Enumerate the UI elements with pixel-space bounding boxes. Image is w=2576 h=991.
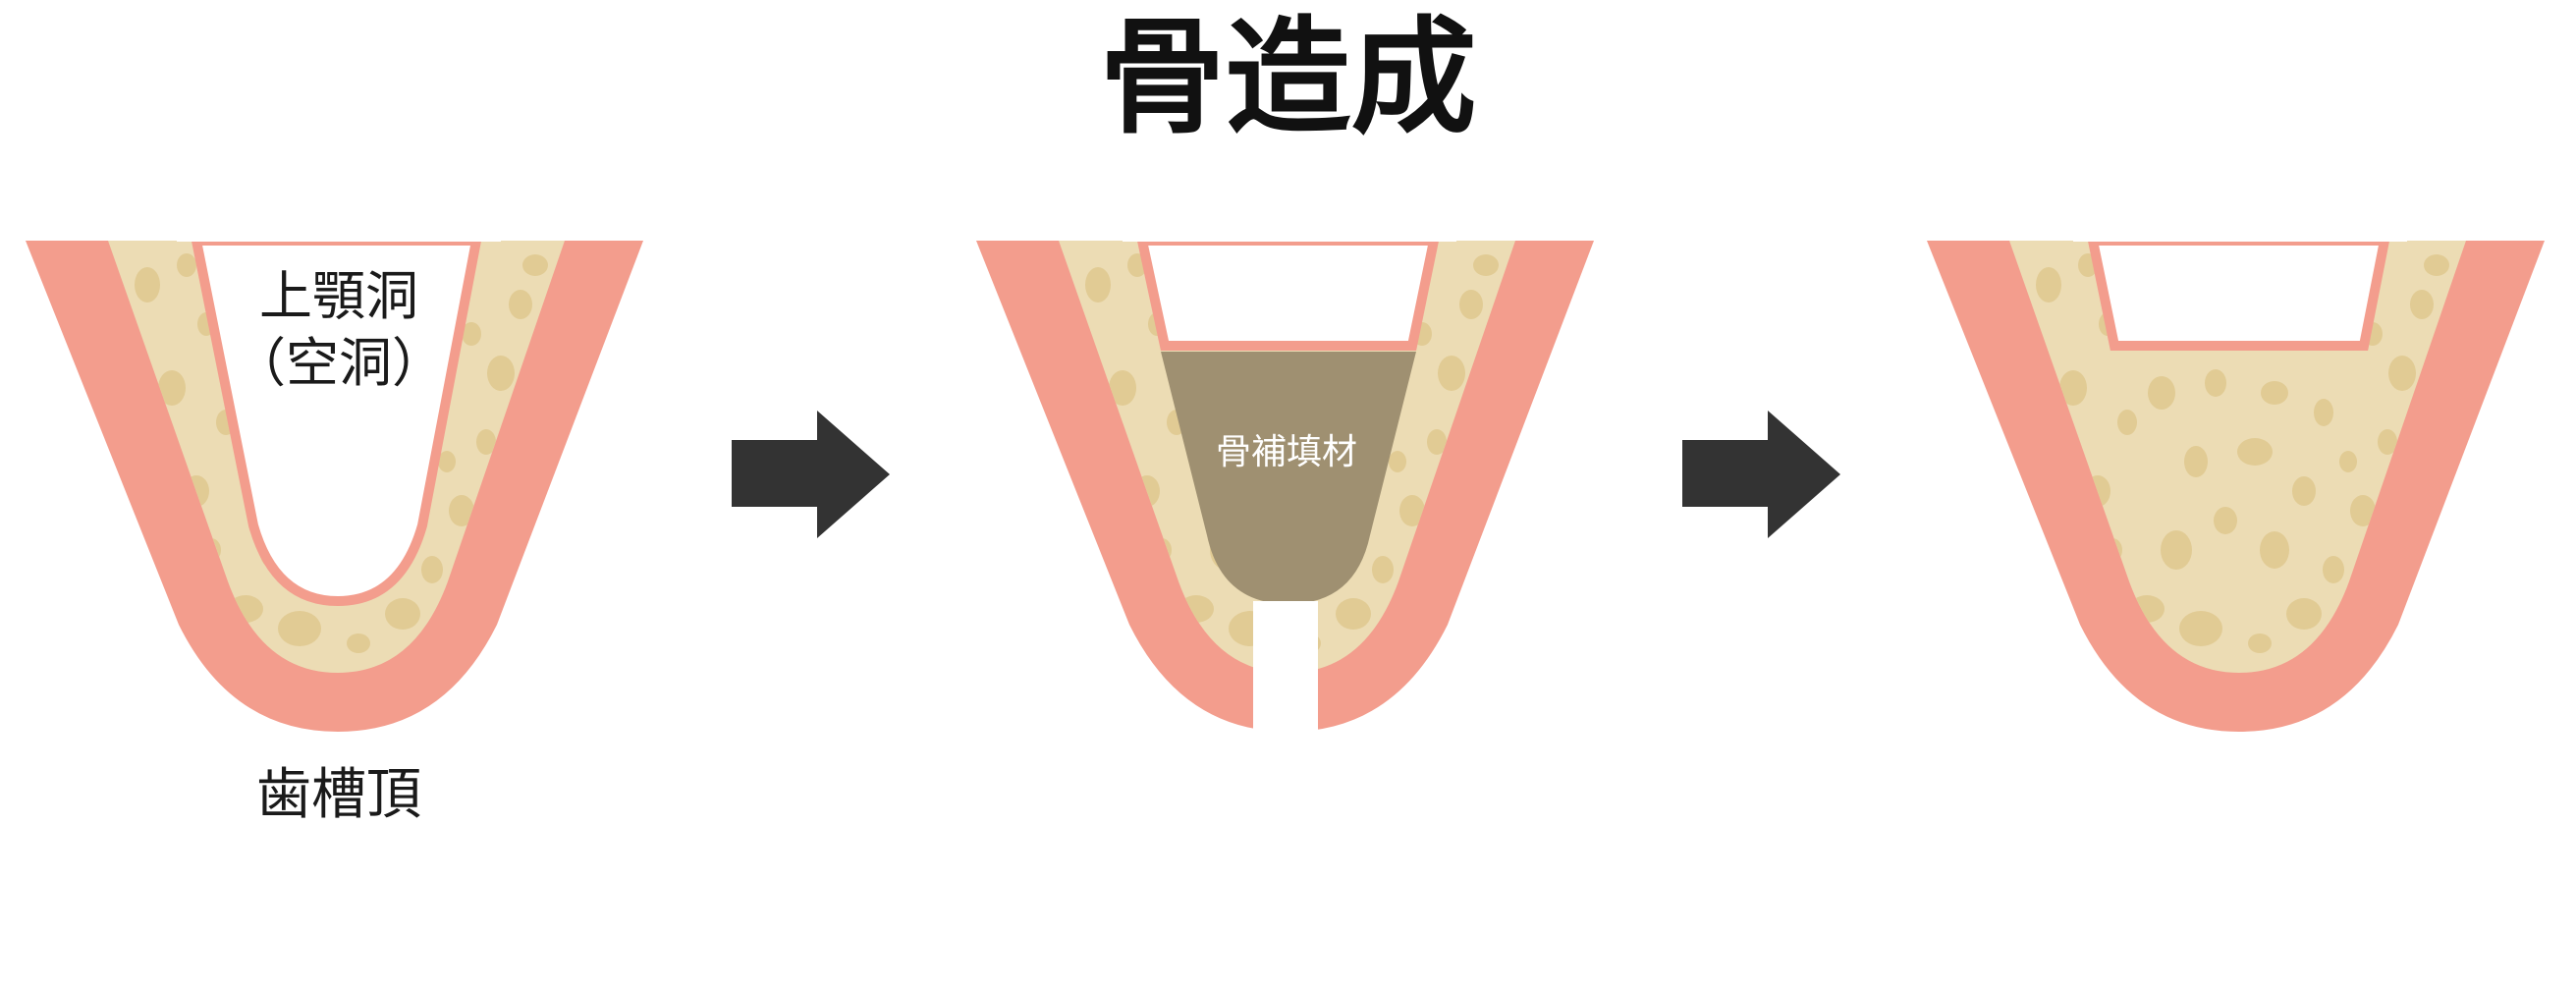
sinus-label-line1: 上顎洞 (259, 265, 418, 327)
sinus-label: 上顎洞 （空洞） (216, 263, 462, 397)
access-channel (1253, 601, 1318, 739)
alveolar-crest-label: 歯槽頂 (256, 763, 421, 827)
lifted-sinus-cavity (2086, 236, 2391, 351)
page-title: 骨造成 (1099, 5, 1477, 151)
panel-before (26, 232, 643, 732)
lifted-sinus-cavity (1135, 236, 1441, 351)
panel-after (1927, 232, 2545, 732)
arrow-right-icon (732, 411, 890, 538)
graft-material-label: 骨補填材 (1215, 432, 1357, 472)
sinus-label-line2: （空洞） (233, 332, 445, 394)
graft-material (1161, 352, 1416, 604)
arrow-right-icon (1682, 411, 1840, 538)
panel-graft (976, 232, 1594, 739)
